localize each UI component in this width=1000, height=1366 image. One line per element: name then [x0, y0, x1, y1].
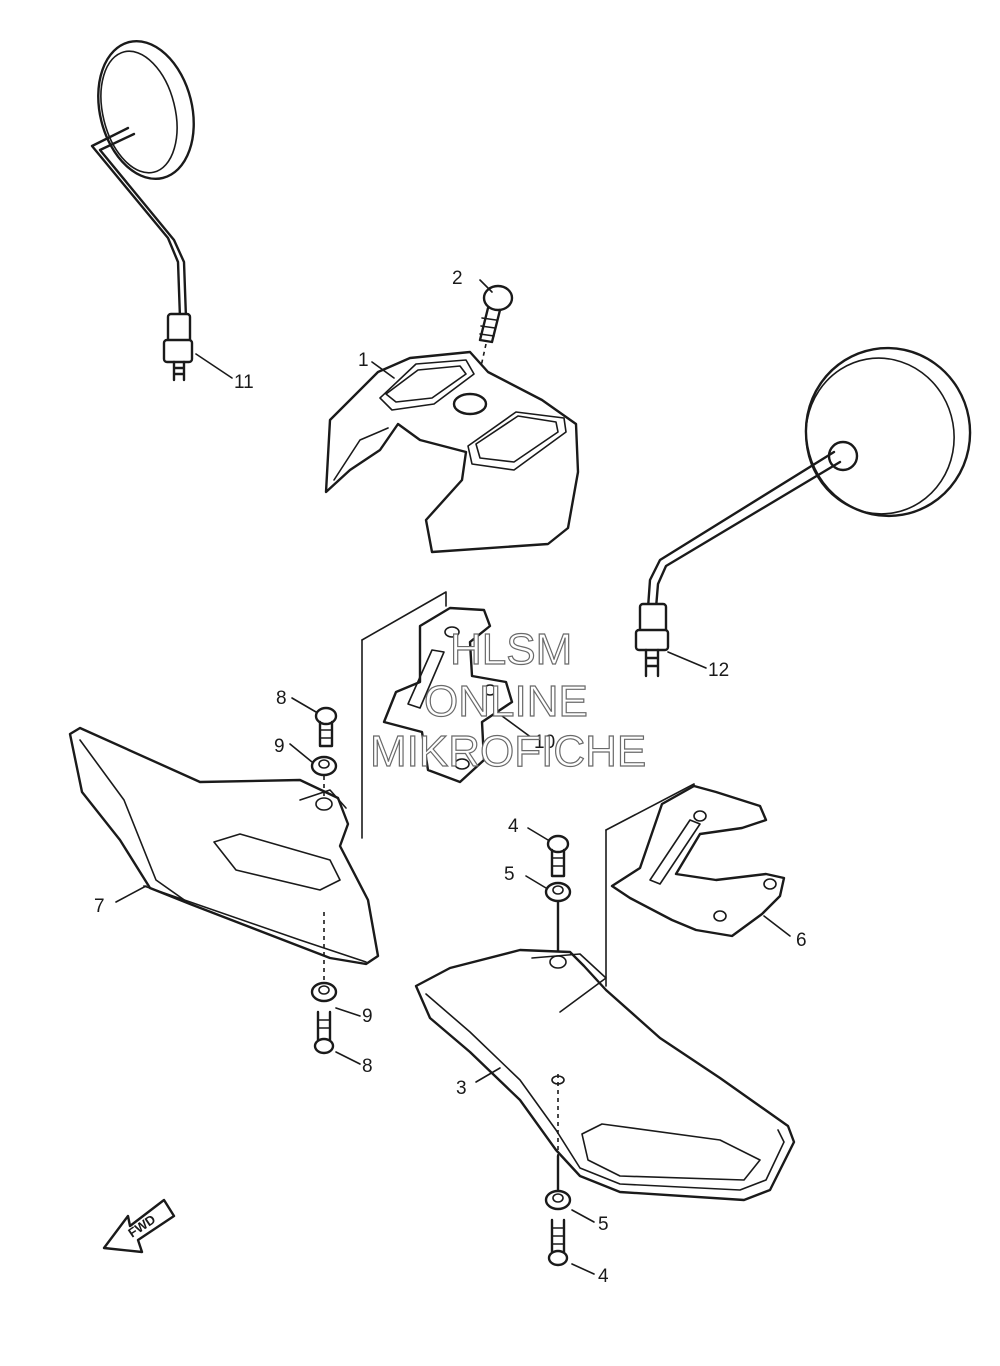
callout-2: 2: [452, 268, 463, 289]
callout-10: 10: [534, 732, 555, 753]
callout-9-bottom: 9: [362, 1006, 373, 1027]
bracket-part-10: [361, 591, 514, 839]
callout-7: 7: [94, 896, 105, 917]
fastener-bottom-4-5: [544, 1154, 572, 1267]
callout-12: 12: [708, 660, 729, 681]
side-cover-part-7: [68, 726, 380, 966]
fastener-top-4-5: [544, 834, 572, 960]
bracket-part-6: [605, 783, 786, 987]
watermark-line-1: HLSM: [450, 625, 572, 674]
callout-1: 1: [358, 350, 369, 371]
cover-part-1: [324, 350, 580, 554]
watermark-line-3: MIKROFICHE: [370, 727, 646, 776]
fwd-arrow-icon: FWD: [102, 1198, 176, 1254]
callout-8-top: 8: [276, 688, 287, 709]
fastener-bottom-8-9: [310, 912, 338, 1055]
callout-8-bottom: 8: [362, 1056, 373, 1077]
callout-6: 6: [796, 930, 807, 951]
callout-4-bottom: 4: [598, 1266, 609, 1287]
side-cover-part-3: [414, 948, 796, 1202]
leader-lines: [115, 279, 791, 1275]
callout-9-top: 9: [274, 736, 285, 757]
callout-11: 11: [234, 372, 254, 393]
callout-4-top: 4: [508, 816, 519, 837]
watermark-line-2: ONLINE: [424, 677, 588, 726]
callout-labels: 2 1 11 12 10 8 9 7 9 8 4 5 6 3 5 4: [94, 268, 807, 1287]
callout-5-top: 5: [504, 864, 515, 885]
right-mirror: [634, 346, 972, 678]
fastener-top-8-9: [310, 706, 338, 800]
callout-5-bottom: 5: [598, 1214, 609, 1235]
watermark: HLSM ONLINE MIKROFICHE: [369, 624, 646, 776]
left-mirror: [90, 39, 195, 382]
callout-3: 3: [456, 1078, 467, 1099]
